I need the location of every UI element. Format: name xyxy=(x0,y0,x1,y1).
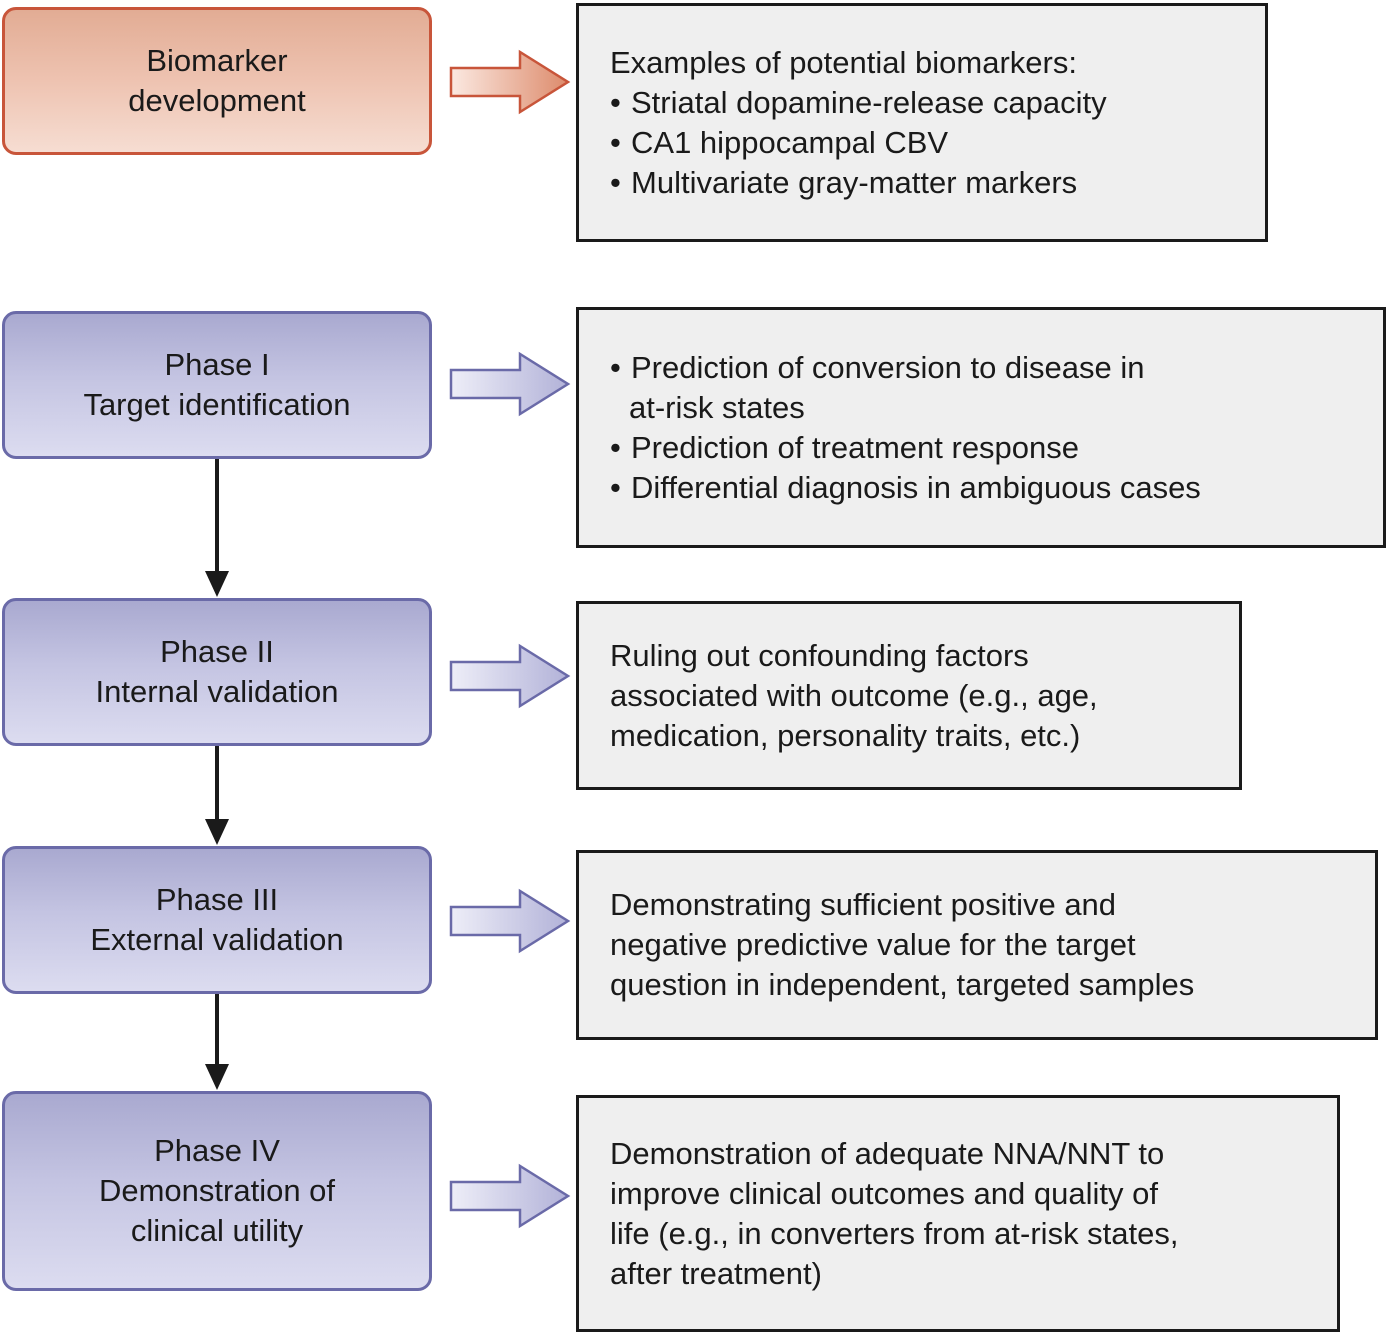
stage-biomarker-development: Biomarker development xyxy=(2,7,432,155)
side-arrow-phase-4 xyxy=(449,1163,571,1229)
description-intro: Examples of potential biomarkers: xyxy=(610,44,1077,80)
stage-label-line: development xyxy=(128,83,306,118)
description-line: Demonstrating sufficient positive and xyxy=(610,887,1117,922)
stage-label-line: Phase IV xyxy=(154,1133,280,1168)
description-box-phase-4: Demonstration of adequate NNA/NNT to imp… xyxy=(576,1095,1340,1332)
description-line: question in independent, targeted sample… xyxy=(610,967,1195,1002)
bullet-item: Striatal dopamine-release capacity xyxy=(610,83,1265,123)
flow-arrow-phase-1-to-2 xyxy=(205,459,229,597)
stage-label-line: Demonstration of xyxy=(98,1173,336,1208)
description-line: medication, personality traits, etc.) xyxy=(610,717,1081,753)
flow-arrow-phase-2-to-3 xyxy=(205,746,229,845)
side-arrow-phase-1 xyxy=(449,351,571,417)
stage-phase-3: Phase III External validation xyxy=(2,846,432,994)
side-arrows xyxy=(449,49,571,1229)
bullet-item: CA1 hippocampal CBV xyxy=(610,123,1265,163)
description-line: Ruling out confounding factors xyxy=(610,637,1029,673)
description-box-phase-3: Demonstrating sufficient positive and ne… xyxy=(576,850,1378,1040)
description-line: associated with outcome (e.g., age, xyxy=(610,677,1098,713)
stage-label-line: Target identification xyxy=(83,387,351,422)
description-line: life (e.g., in converters from at-risk s… xyxy=(610,1215,1179,1251)
stage-phase-4: Phase IV Demonstration of clinical utili… xyxy=(2,1091,432,1291)
bullet-item: Prediction of treatment response xyxy=(610,428,1383,468)
description-line: improve clinical outcomes and quality of xyxy=(610,1175,1158,1211)
stage-phase-2: Phase II Internal validation xyxy=(2,598,432,746)
flow-arrows xyxy=(205,459,229,1090)
bullet-item-continuation: at-risk states xyxy=(629,389,805,425)
stage-phase-1: Phase I Target identification xyxy=(2,311,432,459)
stage-label-line: clinical utility xyxy=(130,1213,304,1248)
stage-label-line: Internal validation xyxy=(95,674,339,709)
description-box-phase-1: Prediction of conversion to disease in a… xyxy=(576,307,1386,548)
description-line: after treatment) xyxy=(610,1255,822,1291)
bullet-item: Multivariate gray-matter markers xyxy=(610,163,1265,203)
stage-label-line: Phase II xyxy=(160,634,274,669)
description-line: negative predictive value for the target xyxy=(610,927,1136,962)
stage-label-line: External validation xyxy=(90,922,344,957)
flow-arrow-phase-3-to-4 xyxy=(205,994,229,1090)
stage-label-line: Phase III xyxy=(155,882,279,917)
bullet-item: Differential diagnosis in ambiguous case… xyxy=(610,468,1383,508)
side-arrow-biomarker-development xyxy=(449,49,571,115)
description-line: Demonstration of adequate NNA/NNT to xyxy=(610,1135,1165,1171)
description-box-phase-2: Ruling out confounding factors associate… xyxy=(576,601,1242,790)
side-arrow-phase-2 xyxy=(449,643,571,709)
stage-label-line: Biomarker xyxy=(146,43,288,78)
bullet-item: Prediction of conversion to disease in xyxy=(610,348,1383,388)
description-box-biomarker-examples: Examples of potential biomarkers: Striat… xyxy=(576,3,1268,242)
stage-label-line: Phase I xyxy=(164,347,270,382)
side-arrow-phase-3 xyxy=(449,888,571,954)
